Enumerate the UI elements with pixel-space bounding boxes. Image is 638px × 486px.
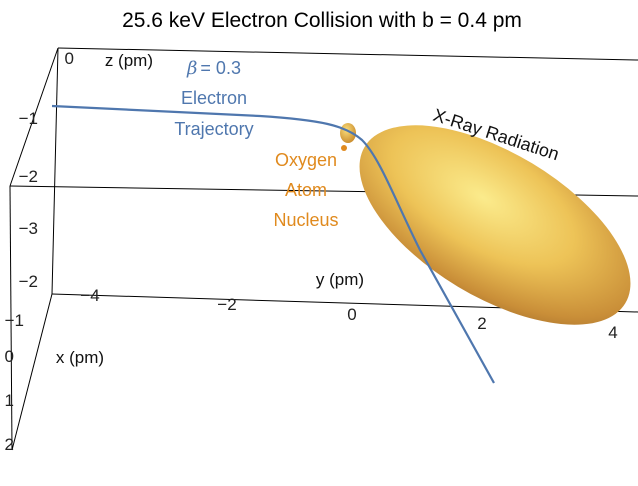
y-tick-label: 0	[347, 305, 356, 324]
y-tick-label: −2	[217, 295, 236, 314]
x-axis-label: x (pm)	[56, 348, 104, 367]
z-tick-label: 0	[65, 49, 74, 68]
z-tick-label: −3	[19, 219, 38, 238]
z-tick-label: −1	[19, 109, 38, 128]
atom-label: Atom	[285, 180, 327, 200]
nucleus-label: Nucleus	[273, 210, 338, 230]
electron-trajectory	[51, 104, 495, 384]
beta-symbol: β	[186, 58, 197, 79]
electron-label: Electron	[181, 88, 247, 108]
nucleus-marker-dot	[341, 145, 347, 151]
figure-title: 25.6 keV Electron Collision with b = 0.4…	[122, 9, 522, 32]
x-tick-label: −1	[5, 311, 24, 330]
z-axis-label: z (pm)	[105, 51, 153, 70]
x-tick-label: −2	[19, 272, 38, 291]
y-axis-label: y (pm)	[316, 270, 364, 289]
y-tick-label: 4	[608, 323, 617, 342]
y-tick-label: −4	[80, 286, 99, 305]
bounding-box-back	[9, 47, 638, 313]
z-tick-label: −2	[19, 167, 38, 186]
oxygen-label: Oxygen	[275, 150, 337, 170]
trajectory-label: Trajectory	[174, 119, 253, 139]
x-tick-label: 1	[5, 391, 14, 410]
beta-value: = 0.3	[200, 58, 241, 78]
y-tick-label: 2	[477, 314, 486, 333]
x-tick-label: 0	[5, 347, 14, 366]
beta-annotation: β= 0.3	[186, 58, 241, 79]
x-ray-radiation-lobe	[359, 125, 631, 325]
x-tick-label: 2	[5, 435, 14, 454]
